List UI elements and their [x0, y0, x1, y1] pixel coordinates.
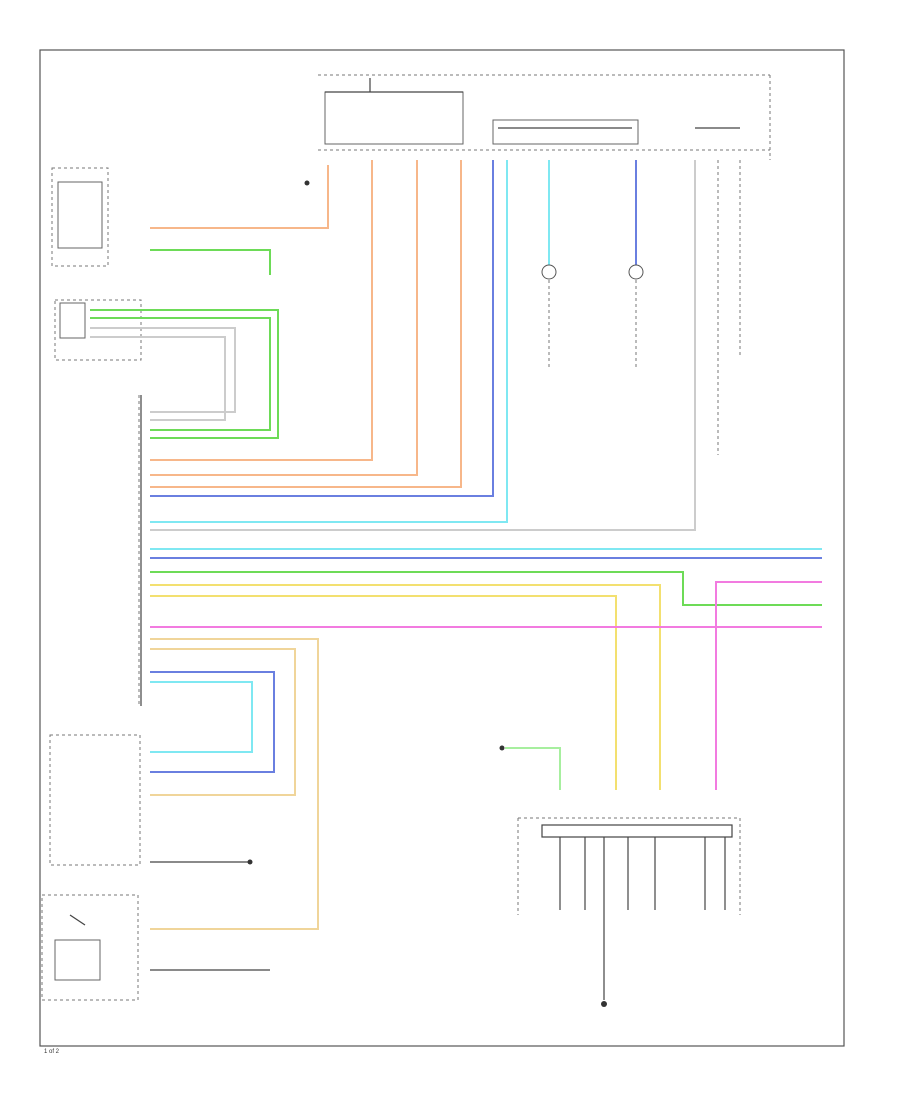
wire-cream-2: [150, 648, 296, 796]
wire-gray-1: [90, 327, 236, 413]
wire-cyan-2: [150, 681, 253, 753]
wire-blue-1: [150, 160, 494, 497]
page-number: 1 of 2: [44, 1049, 60, 1055]
wire-gray-2: [90, 336, 226, 421]
wire-green-2: [90, 309, 279, 439]
splice-dot: [499, 745, 505, 751]
wire-pink-2: [715, 581, 822, 790]
ground-dot-2: [247, 859, 253, 865]
diagram-frame: [39, 49, 845, 1047]
hazard-switch: [49, 734, 141, 866]
wire-yellow-1: [150, 584, 661, 790]
ground-dot-1: [304, 180, 310, 186]
wire-yellow-2: [150, 595, 617, 790]
instrument-cluster-module: [54, 299, 142, 706]
wire-green-bus: [150, 571, 822, 606]
wire-orange-2: [150, 160, 373, 461]
wire-orange-4: [150, 160, 462, 488]
transmission-control: [41, 894, 139, 1001]
left-lamp: [541, 264, 557, 370]
wire-lightgreen: [505, 747, 561, 790]
turn-signal-switch: [51, 167, 109, 267]
right-lamp: [628, 264, 644, 370]
wire-blue-2: [150, 671, 275, 773]
wire-green-3: [90, 317, 271, 431]
wire-orange-3: [150, 160, 418, 476]
wire-cream-1: [150, 638, 319, 930]
wire-cyan-1: [150, 160, 508, 523]
wire-green-1: [150, 249, 271, 275]
ground-symbol: [601, 1001, 607, 1007]
wire-gray-3: [150, 160, 696, 531]
wire-orange-1: [150, 165, 329, 229]
fuse-block: [318, 74, 771, 160]
connector-block: [517, 817, 741, 1000]
